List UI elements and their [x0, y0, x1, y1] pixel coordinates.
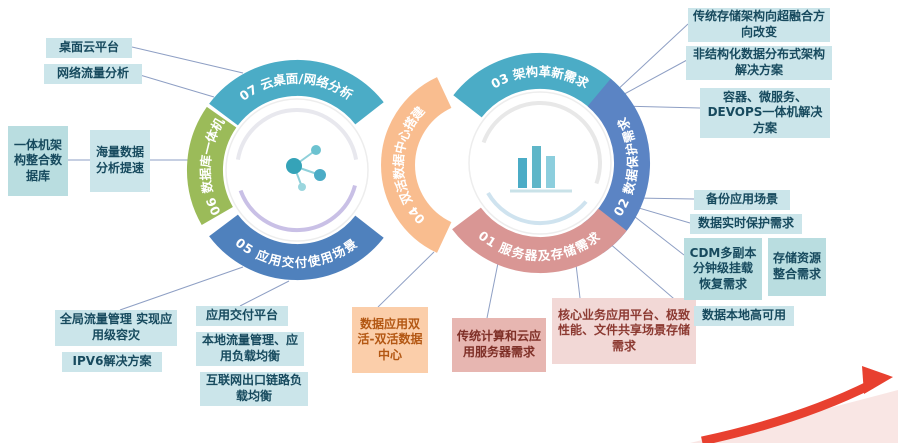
molecule-icon — [286, 145, 326, 191]
red-swoosh-arrow — [690, 366, 898, 443]
label-massive-data-speedup: 海量数据分析提速 — [90, 130, 150, 192]
label-dual-active-dc: 数据应用双活-双活数据中心 — [352, 307, 428, 373]
decorative-rings — [235, 101, 602, 233]
label-data-local-ha: 数据本地高可用 — [694, 306, 794, 326]
label-ipv6-solution: IPV6解决方案 — [62, 352, 162, 372]
bar-chart-icon — [510, 146, 572, 193]
label-container-devops: 容器、微服务、DEVOPS一体机解决方案 — [700, 88, 830, 138]
label-global-traffic-mgmt: 全局流量管理 实现应用级容灾 — [55, 310, 177, 346]
label-core-business-storage: 核心业务应用平台、极致性能、文件共享场景存储需求 — [552, 298, 696, 364]
label-cdm-mount-recovery: CDM多副本分钟级挂载恢复需求 — [684, 238, 762, 300]
label-local-traffic-lb: 本地流量管理、应用负载均衡 — [196, 332, 304, 366]
connector-lines — [66, 23, 701, 319]
label-internet-link-lb: 互联网出口链路负载均衡 — [200, 372, 308, 406]
label-traditional-cloud-server: 传统计算和云应用服务器需求 — [452, 318, 546, 372]
label-unstructured-distributed: 非结构化数据分布式架构解决方案 — [686, 46, 832, 80]
label-storage-consolidation: 存储资源整合需求 — [768, 238, 826, 296]
label-appliance-architecture-db: 一体机架构整合数据库 — [8, 126, 68, 196]
label-storage-hyperconverged: 传统存储架构向超融合方向改变 — [688, 8, 830, 42]
label-app-delivery-platform: 应用交付平台 — [196, 306, 288, 326]
label-backup-scenario: 备份应用场景 — [694, 190, 790, 210]
label-network-traffic-analysis: 网络流量分析 — [44, 64, 142, 84]
label-desktop-cloud-platform: 桌面云平台 — [46, 38, 132, 58]
label-realtime-data-protection: 数据实时保护需求 — [690, 214, 802, 234]
